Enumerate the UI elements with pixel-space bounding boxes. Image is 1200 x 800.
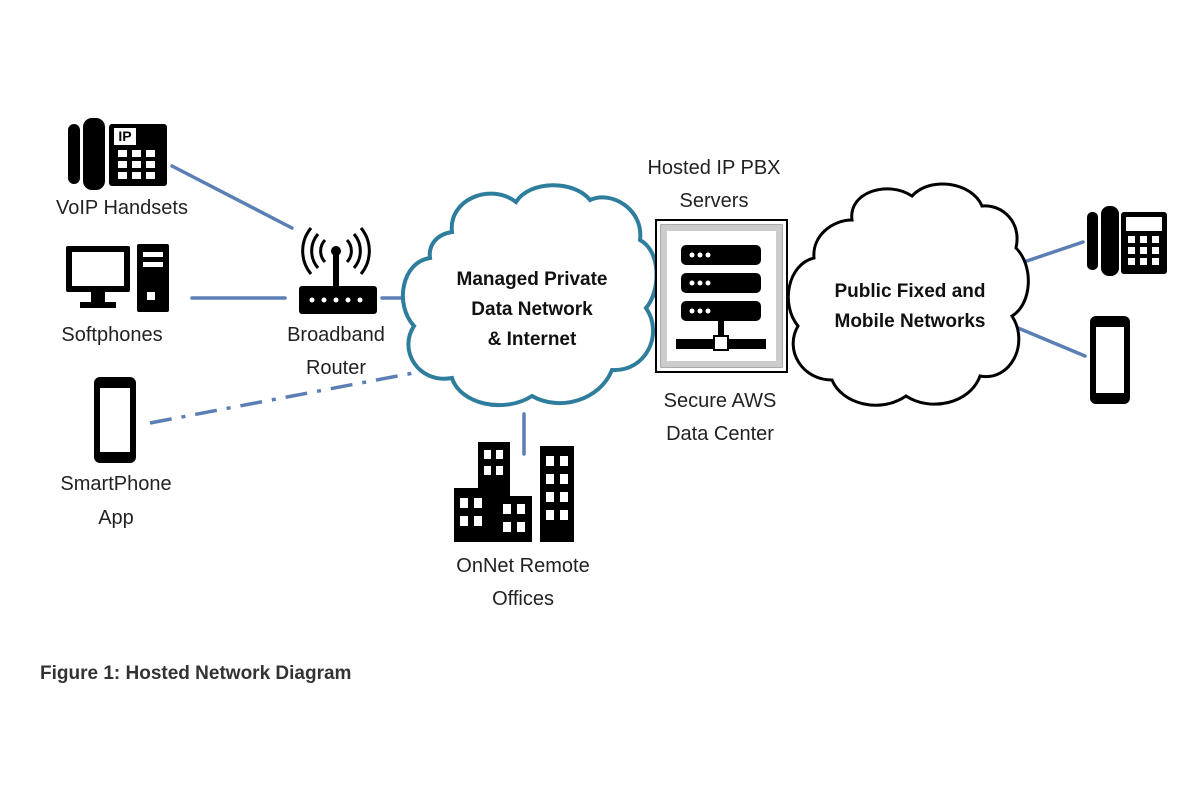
voip-handset: IP VoIP Handsets xyxy=(56,118,188,219)
offices-label-line1: OnNet Remote xyxy=(456,555,589,577)
pbx-title-line2: Servers xyxy=(680,190,749,212)
smartphone-icon xyxy=(94,377,136,463)
softphones-label: Softphones xyxy=(61,324,162,346)
smartphone-app: SmartPhone App xyxy=(60,377,172,529)
external-mobile xyxy=(1090,316,1130,404)
desk-phone-icon xyxy=(1087,206,1167,276)
remote-offices: OnNet Remote Offices xyxy=(454,442,590,610)
desktop-computer-icon xyxy=(66,244,169,312)
private-network-label-line2: Data Network xyxy=(471,299,593,320)
pbx-title-line1: Hosted IP PBX xyxy=(647,157,780,179)
ip-badge: IP xyxy=(118,128,131,144)
link-handsets-router xyxy=(170,164,294,230)
desk-phone-icon: IP xyxy=(68,118,167,190)
softphones: Softphones xyxy=(61,244,169,346)
pbx-servers: Hosted IP PBX Servers Secure AWS Data Ce… xyxy=(647,157,788,445)
public-networks-cloud: Public Fixed and Mobile Networks xyxy=(786,182,1030,407)
smartphone-label-line1: SmartPhone xyxy=(60,473,171,495)
private-network-label-line1: Managed Private xyxy=(457,269,608,290)
public-networks-label-line2: Mobile Networks xyxy=(835,311,986,332)
wifi-router-icon xyxy=(299,227,377,314)
cloud-icon xyxy=(786,182,1030,407)
offices-label-line2: Offices xyxy=(492,588,554,610)
link-public-mobile xyxy=(1016,326,1087,358)
voip-handsets-label: VoIP Handsets xyxy=(56,197,188,219)
private-network-cloud: Managed Private Data Network & Internet xyxy=(400,183,659,408)
figure-caption: Figure 1: Hosted Network Diagram xyxy=(40,663,351,684)
public-networks-label-line1: Public Fixed and xyxy=(835,281,986,302)
smartphone-icon xyxy=(1090,316,1130,404)
smartphone-label-line2: App xyxy=(98,507,134,529)
broadband-router: Broadband Router xyxy=(287,227,385,379)
office-buildings-icon xyxy=(454,442,574,542)
router-label-line1: Broadband xyxy=(287,324,385,346)
server-rack-icon xyxy=(655,219,788,373)
pbx-label-line2: Data Center xyxy=(666,423,774,445)
pbx-label-line1: Secure AWS xyxy=(664,390,777,412)
cloud-icon xyxy=(400,183,659,408)
link-smartphone-cloud xyxy=(149,365,446,425)
link-public-phone xyxy=(1016,240,1085,266)
private-network-label-line3: & Internet xyxy=(488,329,577,350)
external-phone xyxy=(1087,206,1167,276)
router-label-line2: Router xyxy=(306,357,366,379)
